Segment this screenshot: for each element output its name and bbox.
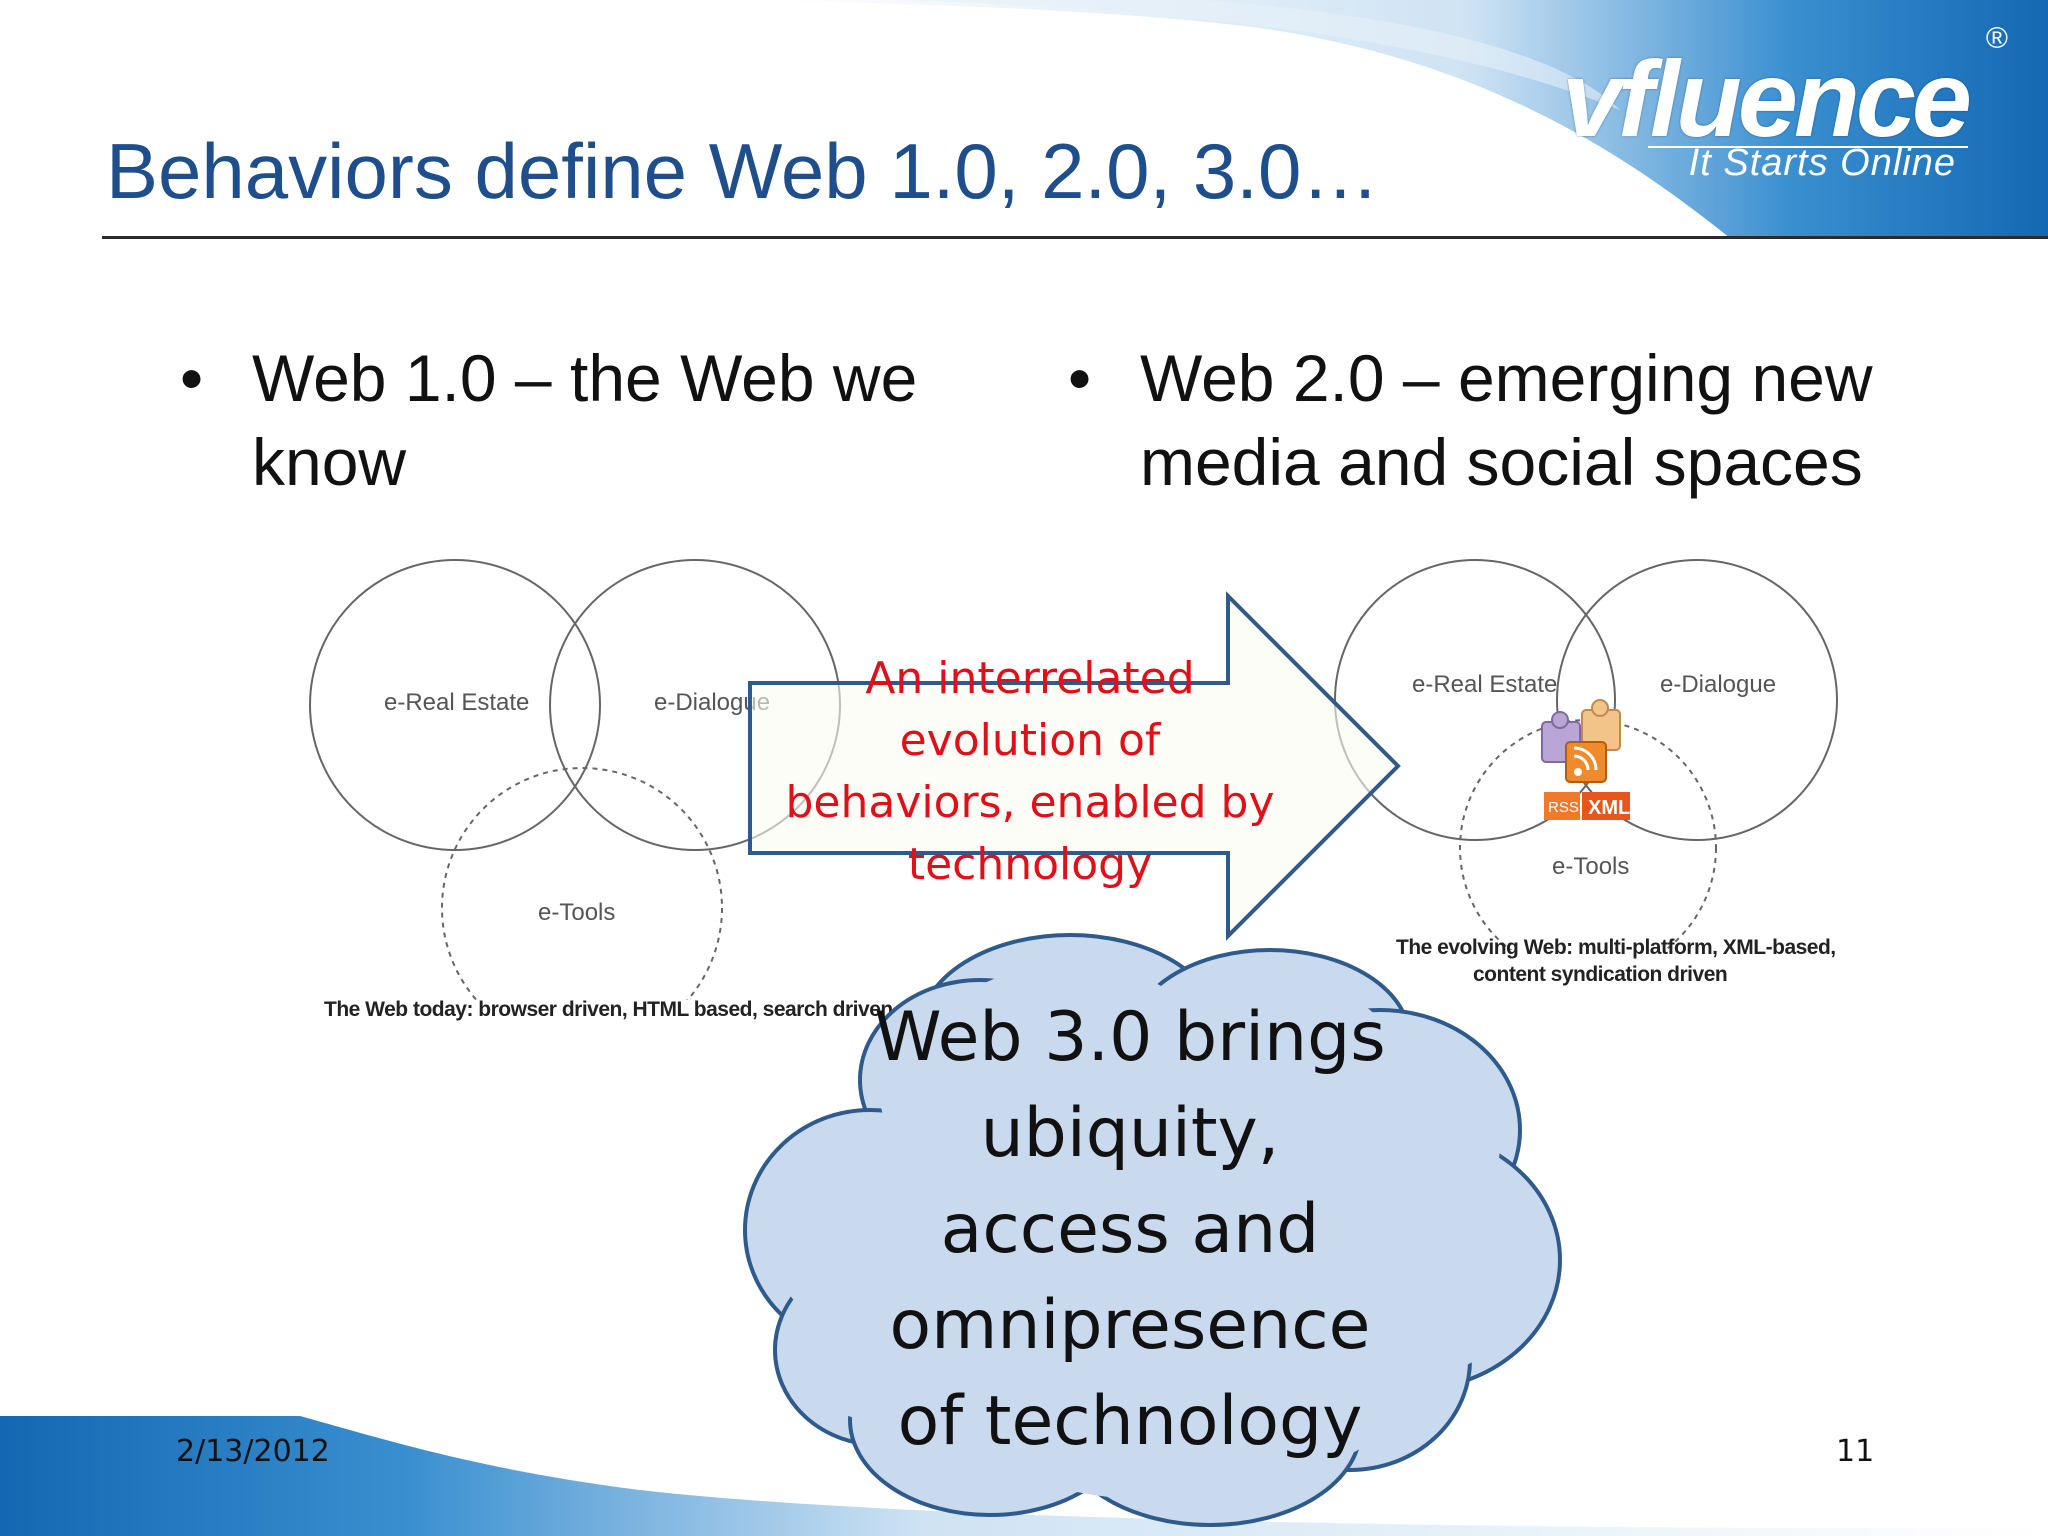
bullet-web2: • Web 2.0 – emerging new media and socia… xyxy=(1068,336,2020,504)
header-swoosh-light xyxy=(900,0,1620,110)
bullet-marker: • xyxy=(1068,341,1092,415)
logo-wordmark: vfluence xyxy=(1561,38,1972,159)
logo-tagline: It Starts Online xyxy=(1688,142,1956,184)
slide-number: 11 xyxy=(1836,1434,1875,1469)
web2-caption-line1: The evolving Web: multi-platform, XML-ba… xyxy=(1396,936,1836,959)
cloud-text-line: Web 3.0 brings xyxy=(874,998,1386,1077)
vfluence-logo: vfluence ® It Starts Online xyxy=(1562,18,2008,188)
bullet-web1: • Web 1.0 – the Web we know xyxy=(180,336,1012,504)
evolution-arrow xyxy=(748,591,1401,941)
web3-cloud-callout xyxy=(743,933,1562,1527)
venn-circle-dialogue xyxy=(1556,559,1838,841)
venn-circle-tools xyxy=(441,767,723,1020)
cloud-text-line: access and xyxy=(940,1190,1320,1269)
title-divider xyxy=(102,236,2048,239)
web2-venn-diagram: e-Real Estate e-Dialogue e-Tools RSS XML xyxy=(1320,559,1880,970)
rss-xml-badges: RSS XML xyxy=(1544,792,1630,820)
arrow-text-line: technology xyxy=(907,839,1153,890)
header-swoosh xyxy=(760,0,2048,238)
web2-caption-line2: content syndication driven xyxy=(1473,963,1728,986)
bullet-web2-line1: Web 2.0 – emerging new xyxy=(1140,341,1873,415)
venn-circle-real-estate xyxy=(1334,559,1616,841)
cloud-text-line: omnipresence xyxy=(889,1286,1371,1365)
bullet-web1-line1: Web 1.0 – the Web we xyxy=(252,341,918,415)
venn-circle-real-estate xyxy=(309,559,601,851)
label-tools: e-Tools xyxy=(538,899,615,926)
bullet-web2-line2: media and social spaces xyxy=(1140,425,1863,499)
cloud-text-line: of technology xyxy=(897,1382,1363,1461)
label-tools: e-Tools xyxy=(1552,853,1629,880)
label-real-estate: e-Real Estate xyxy=(1412,671,1557,698)
arrow-text-line: An interrelated xyxy=(865,653,1195,704)
registered-mark: ® xyxy=(1985,22,2008,55)
web1-caption: The Web today: browser driven, HTML base… xyxy=(324,998,893,1021)
puzzle-pieces-icon xyxy=(1541,699,1621,783)
bullet-web1-line2: know xyxy=(252,425,407,499)
cloud-text-line: ubiquity, xyxy=(980,1094,1280,1173)
xml-badge-label: XML xyxy=(1588,797,1630,819)
footer-swoosh xyxy=(0,1416,2048,1536)
bullet-marker: • xyxy=(180,341,204,415)
footer-date: 2/13/2012 xyxy=(176,1434,330,1469)
arrow-text-line: evolution of xyxy=(899,715,1161,766)
rss-badge-label: RSS xyxy=(1548,799,1579,816)
logo-rule xyxy=(1648,146,1968,148)
web1-venn-diagram: e-Real Estate e-Dialogue e-Tools xyxy=(280,559,900,1020)
arrow-text-line: behaviors, enabled by xyxy=(785,777,1275,828)
slide-title: Behaviors define Web 1.0, 2.0, 3.0… xyxy=(106,127,1380,215)
cloud-text: Web 3.0 brings ubiquity, access and omni… xyxy=(830,990,1430,1470)
arrow-text: An interrelated evolution of behaviors, … xyxy=(780,648,1280,896)
label-real-estate: e-Real Estate xyxy=(384,689,529,716)
label-dialogue: e-Dialogue xyxy=(1660,671,1776,698)
